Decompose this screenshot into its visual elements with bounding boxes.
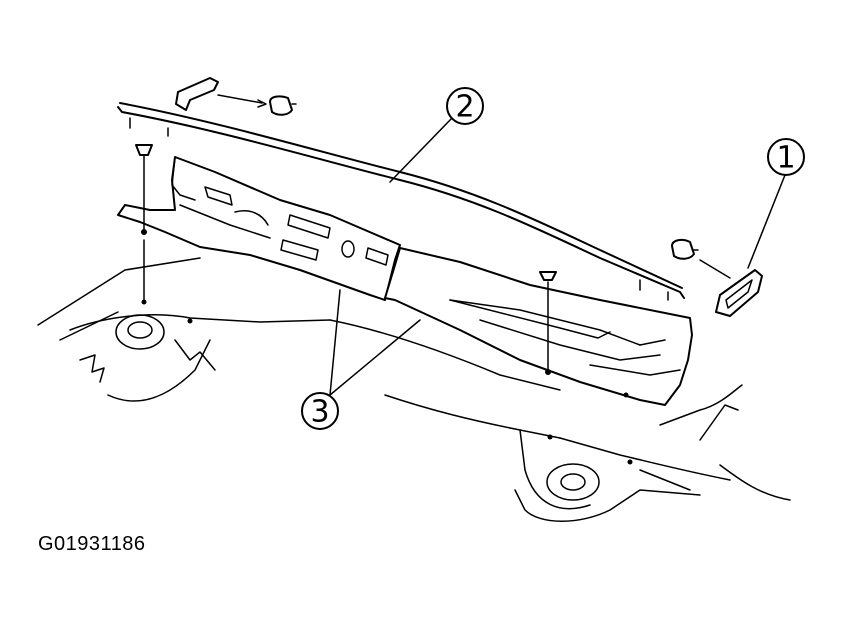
callout-3: 3 — [301, 392, 339, 430]
callout-3-label: 3 — [310, 395, 329, 430]
figure-code: G01931186 — [38, 533, 146, 555]
leader-lines — [329, 117, 786, 396]
callout-1: 1 — [767, 138, 805, 176]
cowl-end-cap-left — [175, 77, 267, 111]
vehicle-body-structure — [37, 257, 791, 522]
fastener-clips — [135, 95, 699, 375]
cowl-grille-panel-right — [384, 247, 693, 406]
callout-1-label: 1 — [776, 141, 795, 176]
callout-2: 2 — [446, 87, 484, 125]
cowl-grille-panel-left — [117, 156, 401, 301]
callout-2-label: 2 — [455, 90, 474, 125]
cowl-end-cap-right[interactable] — [699, 259, 763, 317]
